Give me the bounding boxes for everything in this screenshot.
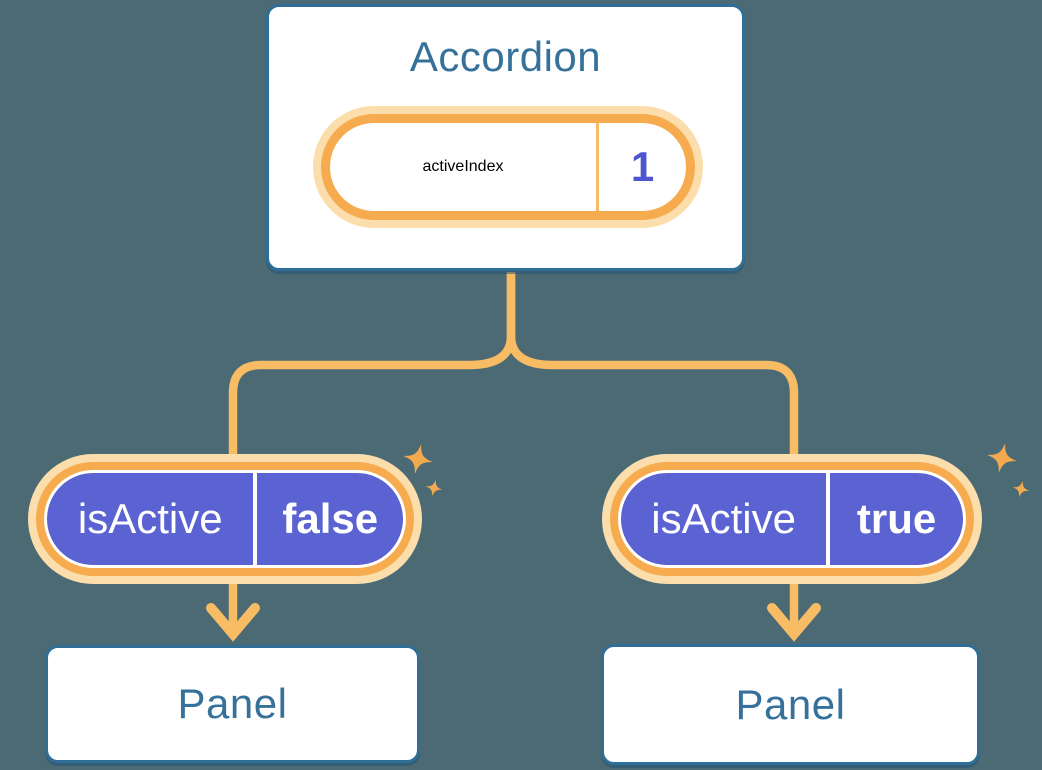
accordion-card: Accordion activeIndex 1	[266, 4, 745, 271]
sparkle-icon	[403, 444, 433, 474]
panel-card-left-title: Panel	[177, 680, 288, 727]
is-active-label-left: isActive	[77, 495, 223, 542]
sparkle-icon	[1012, 480, 1030, 498]
active-index-pill: activeIndex 1	[313, 106, 703, 228]
accordion-card-title: Accordion	[409, 33, 602, 80]
arrow-down-icon	[206, 603, 260, 642]
is-active-value-right: true	[856, 495, 937, 542]
panel-card-right: Panel	[601, 644, 980, 765]
is-active-pill-left-ring: isActive false	[36, 462, 414, 576]
connector-line-right	[506, 272, 799, 630]
arrow-down-icon	[767, 603, 821, 642]
is-active-pill-right-ring: isActive true	[610, 462, 974, 576]
is-active-value-left: false	[282, 495, 379, 542]
is-active-pill-right: isActive true	[602, 454, 982, 584]
active-index-pill-ring: activeIndex 1	[321, 114, 695, 220]
pill-divider	[253, 473, 258, 565]
sparkle-icon	[425, 479, 443, 497]
pill-divider	[596, 123, 599, 211]
active-index-value: 1	[630, 143, 655, 190]
active-index-label: activeIndex	[422, 158, 504, 175]
panel-card-right-title: Panel	[735, 680, 846, 728]
panel-card-left: Panel	[45, 645, 420, 763]
sparkle-icon	[987, 443, 1017, 473]
is-active-pill-left: isActive false	[28, 454, 422, 584]
is-active-label-right: isActive	[651, 495, 796, 542]
pill-divider	[826, 473, 831, 565]
